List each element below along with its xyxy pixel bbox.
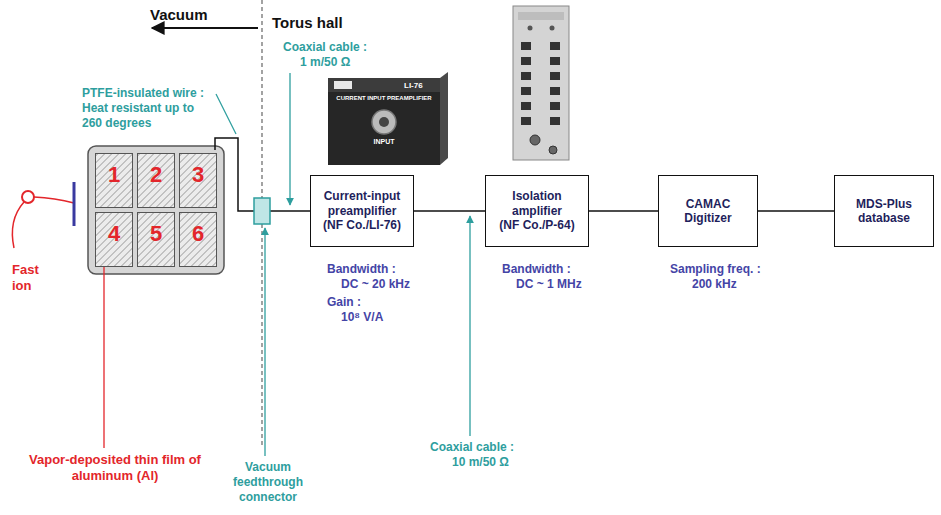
device-jack bbox=[550, 117, 560, 125]
spec-label: Bandwidth : bbox=[327, 262, 396, 277]
bnc-connector bbox=[530, 135, 540, 145]
device-jack bbox=[550, 102, 560, 110]
device-jack bbox=[521, 117, 531, 125]
device-picture bbox=[328, 78, 440, 92]
node-text: 1 bbox=[108, 164, 120, 186]
node-text: Isolation amplifier bbox=[492, 189, 582, 218]
ptfe-wire bbox=[215, 138, 254, 211]
device-picture bbox=[328, 78, 440, 165]
callout-label: Coaxial cable : bbox=[283, 40, 367, 55]
feedthrough-connector bbox=[254, 198, 270, 224]
device-jack bbox=[521, 72, 531, 80]
signal-line bbox=[758, 210, 834, 212]
device-picture bbox=[518, 12, 564, 20]
detector-segment: 1 bbox=[95, 153, 133, 208]
node-text: CAMAC Digitizer bbox=[665, 197, 751, 226]
leader-line bbox=[216, 94, 236, 134]
spec-label: 10⁸ V/A bbox=[341, 310, 383, 325]
spec-label: DC ~ 20 kHz bbox=[341, 277, 410, 292]
detector-segment: 3 bbox=[179, 153, 217, 208]
device-jack bbox=[550, 57, 560, 65]
ion-orbit bbox=[12, 202, 24, 248]
signal-line bbox=[589, 210, 658, 212]
instrument-box: MDS-Plus database bbox=[834, 175, 934, 247]
bnc-connector bbox=[549, 146, 557, 154]
leader-arrow bbox=[289, 73, 290, 205]
callout-label: Fast ion bbox=[12, 262, 52, 295]
detector-segment: 4 bbox=[95, 212, 133, 267]
callout-label: Vapor-deposited thin film of aluminum (A… bbox=[20, 452, 210, 485]
region-label: Torus hall bbox=[272, 14, 343, 33]
spec-label: Sampling freq. : bbox=[670, 262, 761, 277]
detector-segment: 6 bbox=[179, 212, 217, 267]
signal-line bbox=[414, 210, 485, 212]
device-picture bbox=[440, 72, 448, 165]
region-label: Vacuum bbox=[150, 6, 208, 25]
leader-line bbox=[103, 256, 104, 448]
spec-label: DC ~ 1 MHz bbox=[516, 277, 582, 292]
node-text: 4 bbox=[108, 223, 120, 245]
device-jack bbox=[550, 72, 560, 80]
device-jack bbox=[521, 102, 531, 110]
node-text: 6 bbox=[192, 223, 204, 245]
device-picture bbox=[513, 6, 569, 160]
node-text: MDS-Plus database bbox=[841, 197, 927, 226]
device-label: CURRENT INPUT PREAMPLIFIER bbox=[330, 95, 438, 103]
device-knob bbox=[550, 26, 555, 31]
ion-orbit bbox=[34, 197, 74, 203]
leader-arrow bbox=[469, 216, 470, 436]
direction-arrow bbox=[152, 27, 258, 29]
detector-segment: 2 bbox=[137, 153, 175, 208]
device-label: LI-76 bbox=[404, 81, 423, 91]
node-text: (NF Co./LI-76) bbox=[317, 218, 407, 232]
callout-label: Vacuum feedthrough connector bbox=[222, 460, 314, 505]
ion-symbol bbox=[22, 191, 34, 203]
device-jack bbox=[521, 87, 531, 95]
bnc-connector bbox=[379, 117, 389, 127]
device-label: INPUT bbox=[364, 138, 404, 147]
device-jack bbox=[521, 57, 531, 65]
device-jack bbox=[550, 42, 560, 50]
bnc-connector bbox=[372, 110, 396, 134]
device-logo bbox=[334, 81, 352, 89]
instrument-box: Current-input preamplifier(NF Co./LI-76) bbox=[310, 175, 414, 247]
node-text: 2 bbox=[150, 164, 162, 186]
detector-segment: 5 bbox=[137, 212, 175, 267]
callout-label: Heat resistant up to 260 degrees bbox=[82, 101, 212, 131]
instrument-box: Isolation amplifier(NF Co./P-64) bbox=[485, 175, 589, 247]
spec-label: Gain : bbox=[327, 295, 361, 310]
callout-label: 10 m/50 Ω bbox=[452, 455, 509, 470]
spec-label: Bandwidth : bbox=[502, 262, 571, 277]
node-text: 3 bbox=[192, 164, 204, 186]
aperture bbox=[73, 182, 76, 226]
instrument-box: CAMAC Digitizer bbox=[658, 175, 758, 247]
node-text: (NF Co./P-64) bbox=[492, 218, 582, 232]
callout-label: Coaxial cable : bbox=[430, 440, 514, 455]
callout-label: PTFE-insulated wire : bbox=[82, 86, 204, 101]
device-knob bbox=[528, 26, 533, 31]
coaxial-cable bbox=[270, 210, 310, 212]
device-jack bbox=[550, 87, 560, 95]
node-text: Current-input preamplifier bbox=[317, 189, 407, 218]
spec-label: 200 kHz bbox=[692, 277, 737, 292]
device-jack bbox=[521, 42, 531, 50]
node-text: 5 bbox=[150, 223, 162, 245]
callout-label: 1 m/50 Ω bbox=[300, 55, 350, 70]
detector-housing bbox=[88, 146, 224, 274]
leader-arrow bbox=[264, 228, 265, 456]
